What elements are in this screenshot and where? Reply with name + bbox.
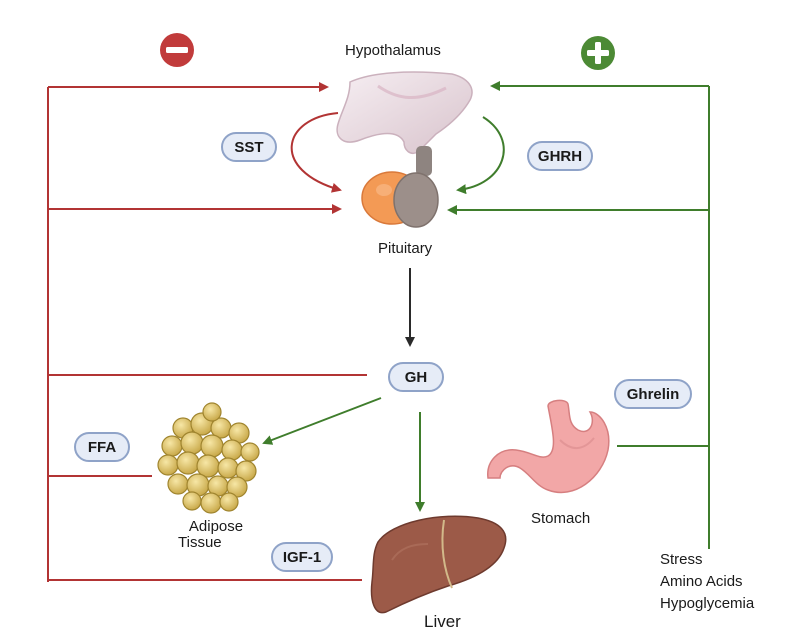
hypothalamus-pituitary-illustration <box>336 71 473 228</box>
sst-pill: SST <box>221 132 277 162</box>
adipose-tissue-label: Adipose Tissue <box>176 516 256 554</box>
ghrelin-pill: Ghrelin <box>614 379 692 409</box>
igf1-pill: IGF-1 <box>271 542 333 572</box>
hypothalamus-label: Hypothalamus <box>345 42 441 59</box>
liver-illustration <box>370 515 507 614</box>
stimulatory-lines <box>262 81 710 549</box>
stomach-label: Stomach <box>531 510 591 527</box>
stimuli-list: Stress Amino Acids Hypoglycemia <box>660 549 754 615</box>
liver-label: Liver <box>424 612 461 631</box>
stomach-illustration <box>487 399 610 494</box>
ffa-pill: FFA <box>74 432 130 462</box>
gh-to-adipose-arrow <box>262 397 382 445</box>
inhibitory-feedback-lines <box>47 82 367 582</box>
adipose-label-line2: Tissue <box>178 534 222 551</box>
sst-curved-arrow <box>290 112 342 193</box>
ghrh-pill: GHRH <box>527 141 593 171</box>
pituitary-label: Pituitary <box>378 240 433 257</box>
stimulus-hypoglycemia: Hypoglycemia <box>660 595 755 612</box>
adipose-label-line1: Adipose <box>188 518 244 535</box>
plus-circle-icon <box>581 36 615 70</box>
gh-pill: GH <box>388 362 444 392</box>
stimulus-amino-acids: Amino Acids <box>660 573 743 590</box>
minus-circle-icon <box>160 33 194 67</box>
ghrh-curved-arrow <box>456 116 505 195</box>
adipose-tissue-illustration <box>157 402 260 514</box>
stimulus-stress: Stress <box>660 551 703 568</box>
